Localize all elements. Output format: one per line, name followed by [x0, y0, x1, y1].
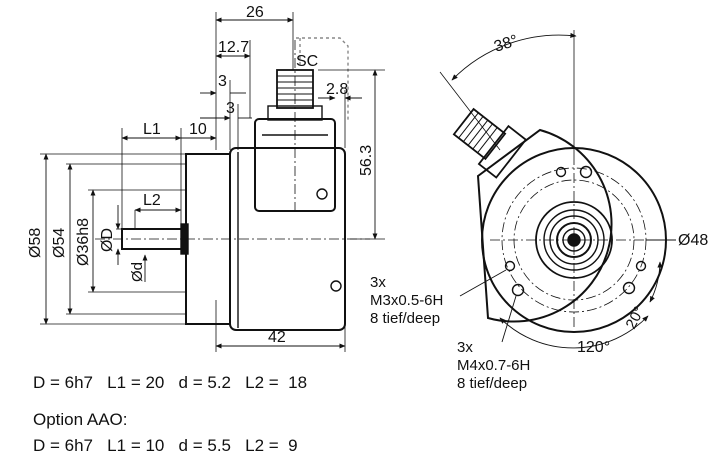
dim-3b: 3	[226, 100, 235, 117]
m3-hole-1	[504, 260, 516, 272]
m3-hole-2	[635, 260, 647, 272]
side-screw	[316, 188, 328, 200]
dim-dia-36h8: Ø36h8	[75, 218, 92, 266]
arc-38	[451, 32, 577, 81]
m4-note-line2: M4x0.7-6H	[457, 357, 530, 374]
arc-120	[499, 315, 649, 349]
m4-note-line1: 3x	[457, 339, 473, 356]
dim-dia-54: Ø54	[51, 228, 68, 258]
m3-note-line1: 3x	[370, 274, 386, 291]
sc-cable-outline	[296, 37, 349, 120]
bottom-screw	[330, 280, 342, 292]
label-sc: SC	[296, 53, 318, 70]
dim-dia-D: ØD	[99, 228, 116, 252]
dim-10: 10	[189, 121, 207, 138]
m4-note-line3: 8 tief/deep	[457, 375, 527, 392]
m3-note-line2: M3x0.5-6H	[370, 292, 443, 309]
dim-12-7: 12.7	[218, 39, 249, 56]
m3-hole-3	[555, 166, 567, 178]
m4-hole-2	[622, 281, 636, 295]
dim-dia-d: Ød	[129, 262, 146, 282]
dim-26: 26	[246, 4, 264, 21]
dim-dia-48: Ø48	[678, 232, 708, 249]
m3-leader	[459, 269, 507, 297]
front-view	[439, 30, 676, 349]
dim-42: 42	[268, 329, 286, 346]
dim-angle-20: 20°	[623, 304, 649, 332]
dim-dia-58: Ø58	[27, 228, 44, 258]
dim-l1: L1	[143, 121, 161, 138]
caption-option-values: D = 6h7 L1 = 10 d = 5.5 L2 = 9	[33, 436, 298, 455]
dim-3a: 3	[218, 73, 227, 90]
dim-angle-120: 120°	[577, 339, 610, 356]
dim-l2: L2	[143, 192, 161, 209]
side-view	[40, 12, 385, 352]
m4-hole-1	[511, 283, 525, 297]
dim-2-8: 2.8	[326, 81, 348, 98]
m3-note-line3: 8 tief/deep	[370, 310, 440, 327]
front-connector	[452, 107, 528, 179]
caption-option-title: Option AAO:	[33, 410, 128, 429]
dim-56-3: 56.3	[358, 145, 375, 176]
m4-leader	[501, 295, 517, 343]
m4-hole-3	[579, 165, 593, 179]
caption-standard: D = 6h7 L1 = 20 d = 5.2 L2 = 18	[33, 373, 308, 392]
arc-20	[649, 261, 663, 303]
dim-angle-38: 38°	[492, 32, 520, 56]
